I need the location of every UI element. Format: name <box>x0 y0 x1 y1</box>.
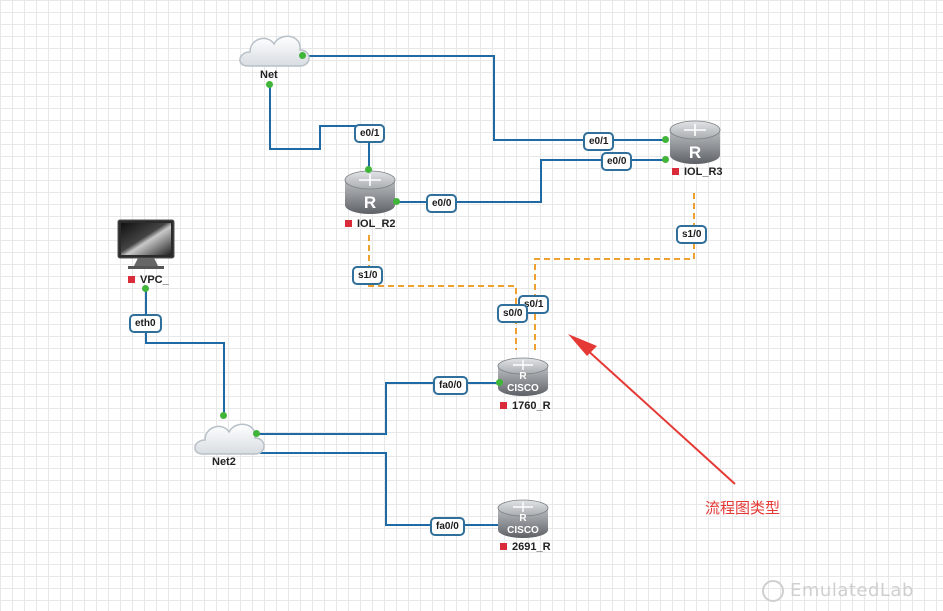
link-vpc-net2 <box>145 289 225 416</box>
port-label-iol-r2-e00[interactable]: e0/0 <box>426 194 458 213</box>
port-label-iol-r3-e01[interactable]: e0/1 <box>583 132 615 151</box>
node-net[interactable] <box>240 30 310 68</box>
annotation-arrow <box>568 334 736 485</box>
port-label-iol-r2-e01[interactable]: e0/1 <box>354 124 386 143</box>
monitor-icon <box>117 219 175 269</box>
cloud-icon <box>194 423 265 455</box>
cisco-router-icon: R CISCO <box>497 357 549 396</box>
svg-text:R: R <box>519 371 527 382</box>
link-endpoint-dot <box>299 52 306 59</box>
status-square <box>500 402 507 409</box>
link-endpoint-dot <box>662 136 669 143</box>
node-label-iol-r3: IOL_R3 <box>672 166 723 179</box>
router-icon: R <box>669 120 721 164</box>
link-iol-r2-1760 <box>368 235 517 350</box>
port-label-iol-r2-s10[interactable]: s1/0 <box>352 266 384 285</box>
node-1760-r[interactable] <box>498 356 548 398</box>
port-label-iol-r3-s10[interactable]: s1/0 <box>676 225 708 244</box>
link-endpoint-dot <box>220 412 227 419</box>
link-endpoint-dot <box>365 166 372 173</box>
node-label-1760-r: 1760_R <box>500 400 551 413</box>
node-label-net: Net <box>260 69 278 81</box>
link-endpoint-dot <box>266 81 273 88</box>
port-label-1760-s00[interactable]: s0/0 <box>497 304 529 323</box>
link-endpoint-dot <box>253 430 260 437</box>
link-endpoint-dot <box>662 156 669 163</box>
port-label-2691-fa00[interactable]: fa0/0 <box>430 517 465 536</box>
link-net-iol-r3 <box>303 55 666 141</box>
port-label-vpc-eth0[interactable]: eth0 <box>129 314 162 333</box>
svg-text:R: R <box>689 143 701 162</box>
cisco-router-icon: R CISCO <box>497 499 549 538</box>
node-label-iol-r2: IOL_R2 <box>345 218 396 231</box>
node-label-vpc: VPC_ <box>128 274 169 287</box>
node-net2[interactable] <box>195 418 265 456</box>
link-endpoint-dot <box>142 285 149 292</box>
status-square <box>672 168 679 175</box>
port-label-iol-r3-e00[interactable]: e0/0 <box>601 152 633 171</box>
node-vpc[interactable] <box>118 220 174 270</box>
node-2691-r[interactable] <box>498 498 548 540</box>
node-label-net2: Net2 <box>212 456 236 468</box>
cloud-icon <box>239 35 310 67</box>
status-square <box>345 220 352 227</box>
node-iol-r2[interactable] <box>345 170 395 215</box>
node-iol-r3[interactable] <box>670 120 720 165</box>
link-net2-2691 <box>260 452 500 526</box>
svg-text:CISCO: CISCO <box>507 383 539 394</box>
link-iol-r3-1760 <box>534 193 695 350</box>
svg-text:CISCO: CISCO <box>507 525 539 536</box>
status-square <box>500 543 507 550</box>
link-endpoint-dot <box>393 198 400 205</box>
svg-text:R: R <box>364 193 376 212</box>
watermark-logo-icon <box>762 580 784 602</box>
port-label-1760-fa00[interactable]: fa0/0 <box>433 376 468 395</box>
node-label-2691-r: 2691_R <box>500 541 551 554</box>
svg-text:R: R <box>519 513 527 524</box>
annotation-text: 流程图类型 <box>705 499 781 517</box>
watermark: EmulatedLab <box>762 580 914 602</box>
status-square <box>128 276 135 283</box>
link-endpoint-dot <box>496 379 503 386</box>
